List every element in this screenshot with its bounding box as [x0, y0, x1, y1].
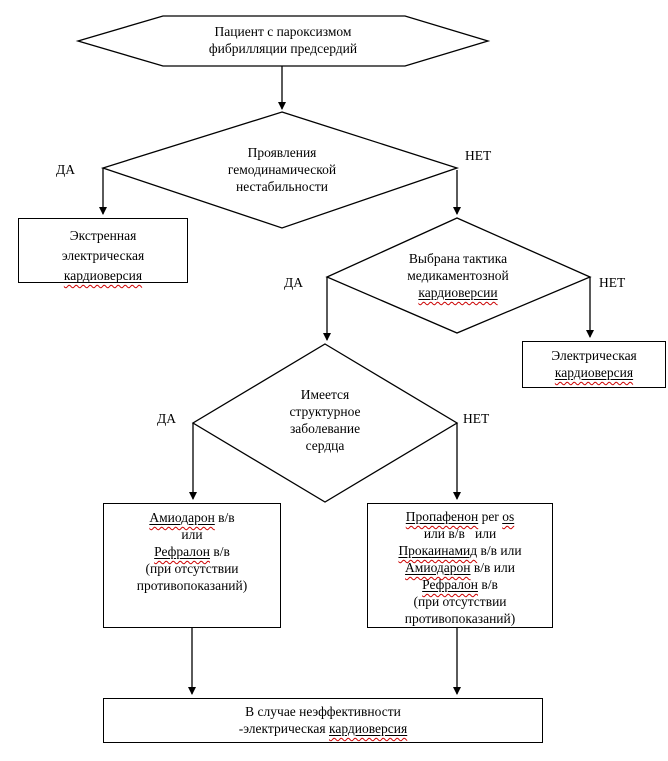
branch-label-yes-hemodynamic: ДА: [56, 162, 75, 177]
decision-hemodynamic-shape: [100, 111, 460, 229]
node-box-fallback-cardioversion: В случае неэффективности-электрическая к…: [103, 698, 543, 743]
decision-drug-tactic-shape: [325, 217, 592, 334]
branch-label-yes-drug-tactic: ДА: [284, 275, 303, 290]
branch-label-no-drug-tactic: НЕТ: [599, 275, 626, 290]
branch-label-no-structural: НЕТ: [463, 411, 490, 426]
branch-label-yes-structural: ДА: [157, 411, 176, 426]
start-hexagon-shape: [75, 15, 491, 67]
branch-label-no-hemodynamic: НЕТ: [465, 148, 492, 163]
decision-structural-disease-shape: [191, 343, 459, 503]
